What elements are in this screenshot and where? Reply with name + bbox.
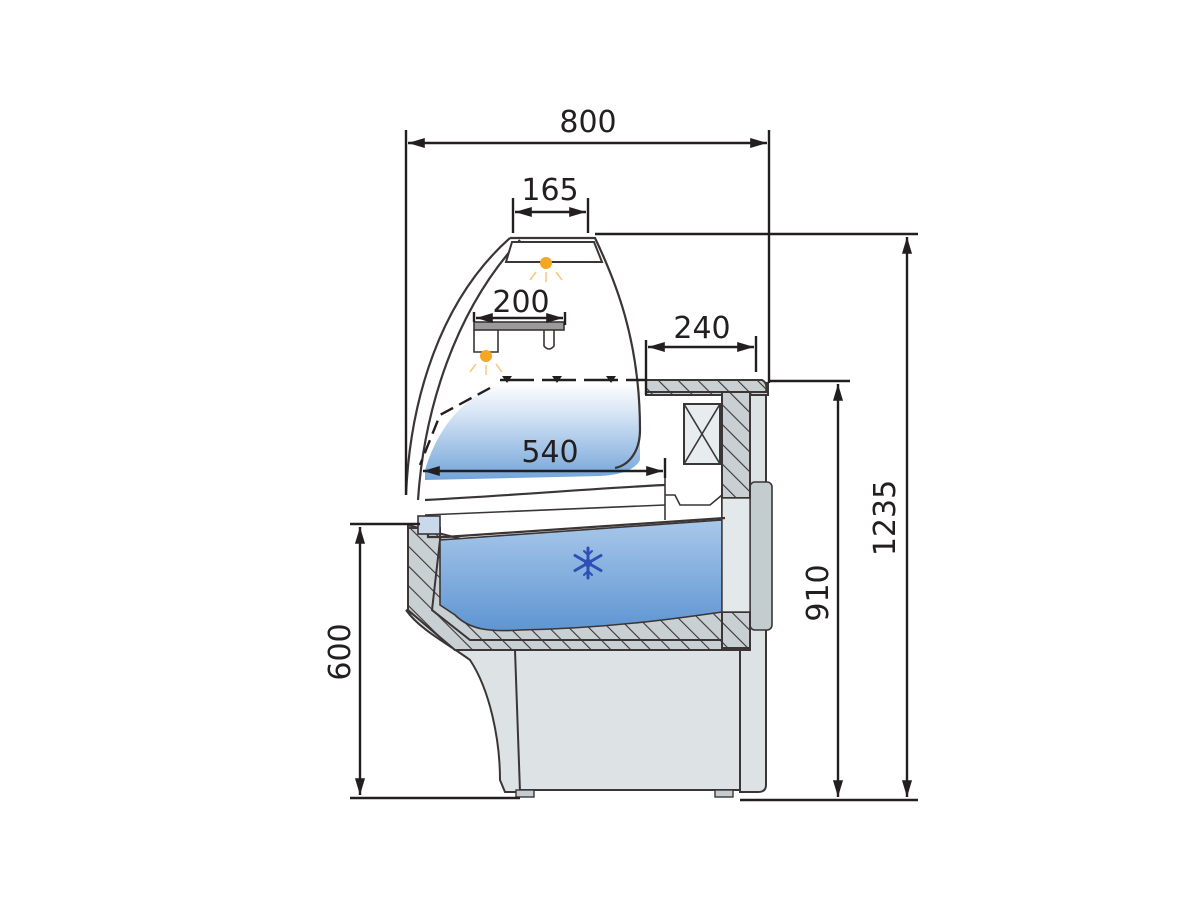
light-icon <box>469 350 503 375</box>
refrigerated-well <box>407 379 769 651</box>
dimension-worktop-depth: 240 <box>673 311 730 346</box>
dimension-shelf-width: 200 <box>492 285 549 320</box>
light-icon <box>529 257 563 282</box>
evaporator-box <box>683 403 721 465</box>
airflow-curtain <box>418 376 645 466</box>
glass-canopy <box>404 236 648 501</box>
dimension-lines <box>350 130 918 802</box>
dimension-display-depth: 540 <box>521 435 578 470</box>
snowflake-icon <box>573 546 603 580</box>
dimension-canopy-width: 165 <box>521 173 578 208</box>
dimension-counter-height: 910 <box>801 564 836 621</box>
dimension-overall-height: 1235 <box>868 480 903 556</box>
display-shelf <box>473 321 565 353</box>
display-cold-zone <box>425 383 640 480</box>
dimension-base-height: 600 <box>323 623 358 680</box>
dimension-overall-width: 800 <box>559 105 616 140</box>
